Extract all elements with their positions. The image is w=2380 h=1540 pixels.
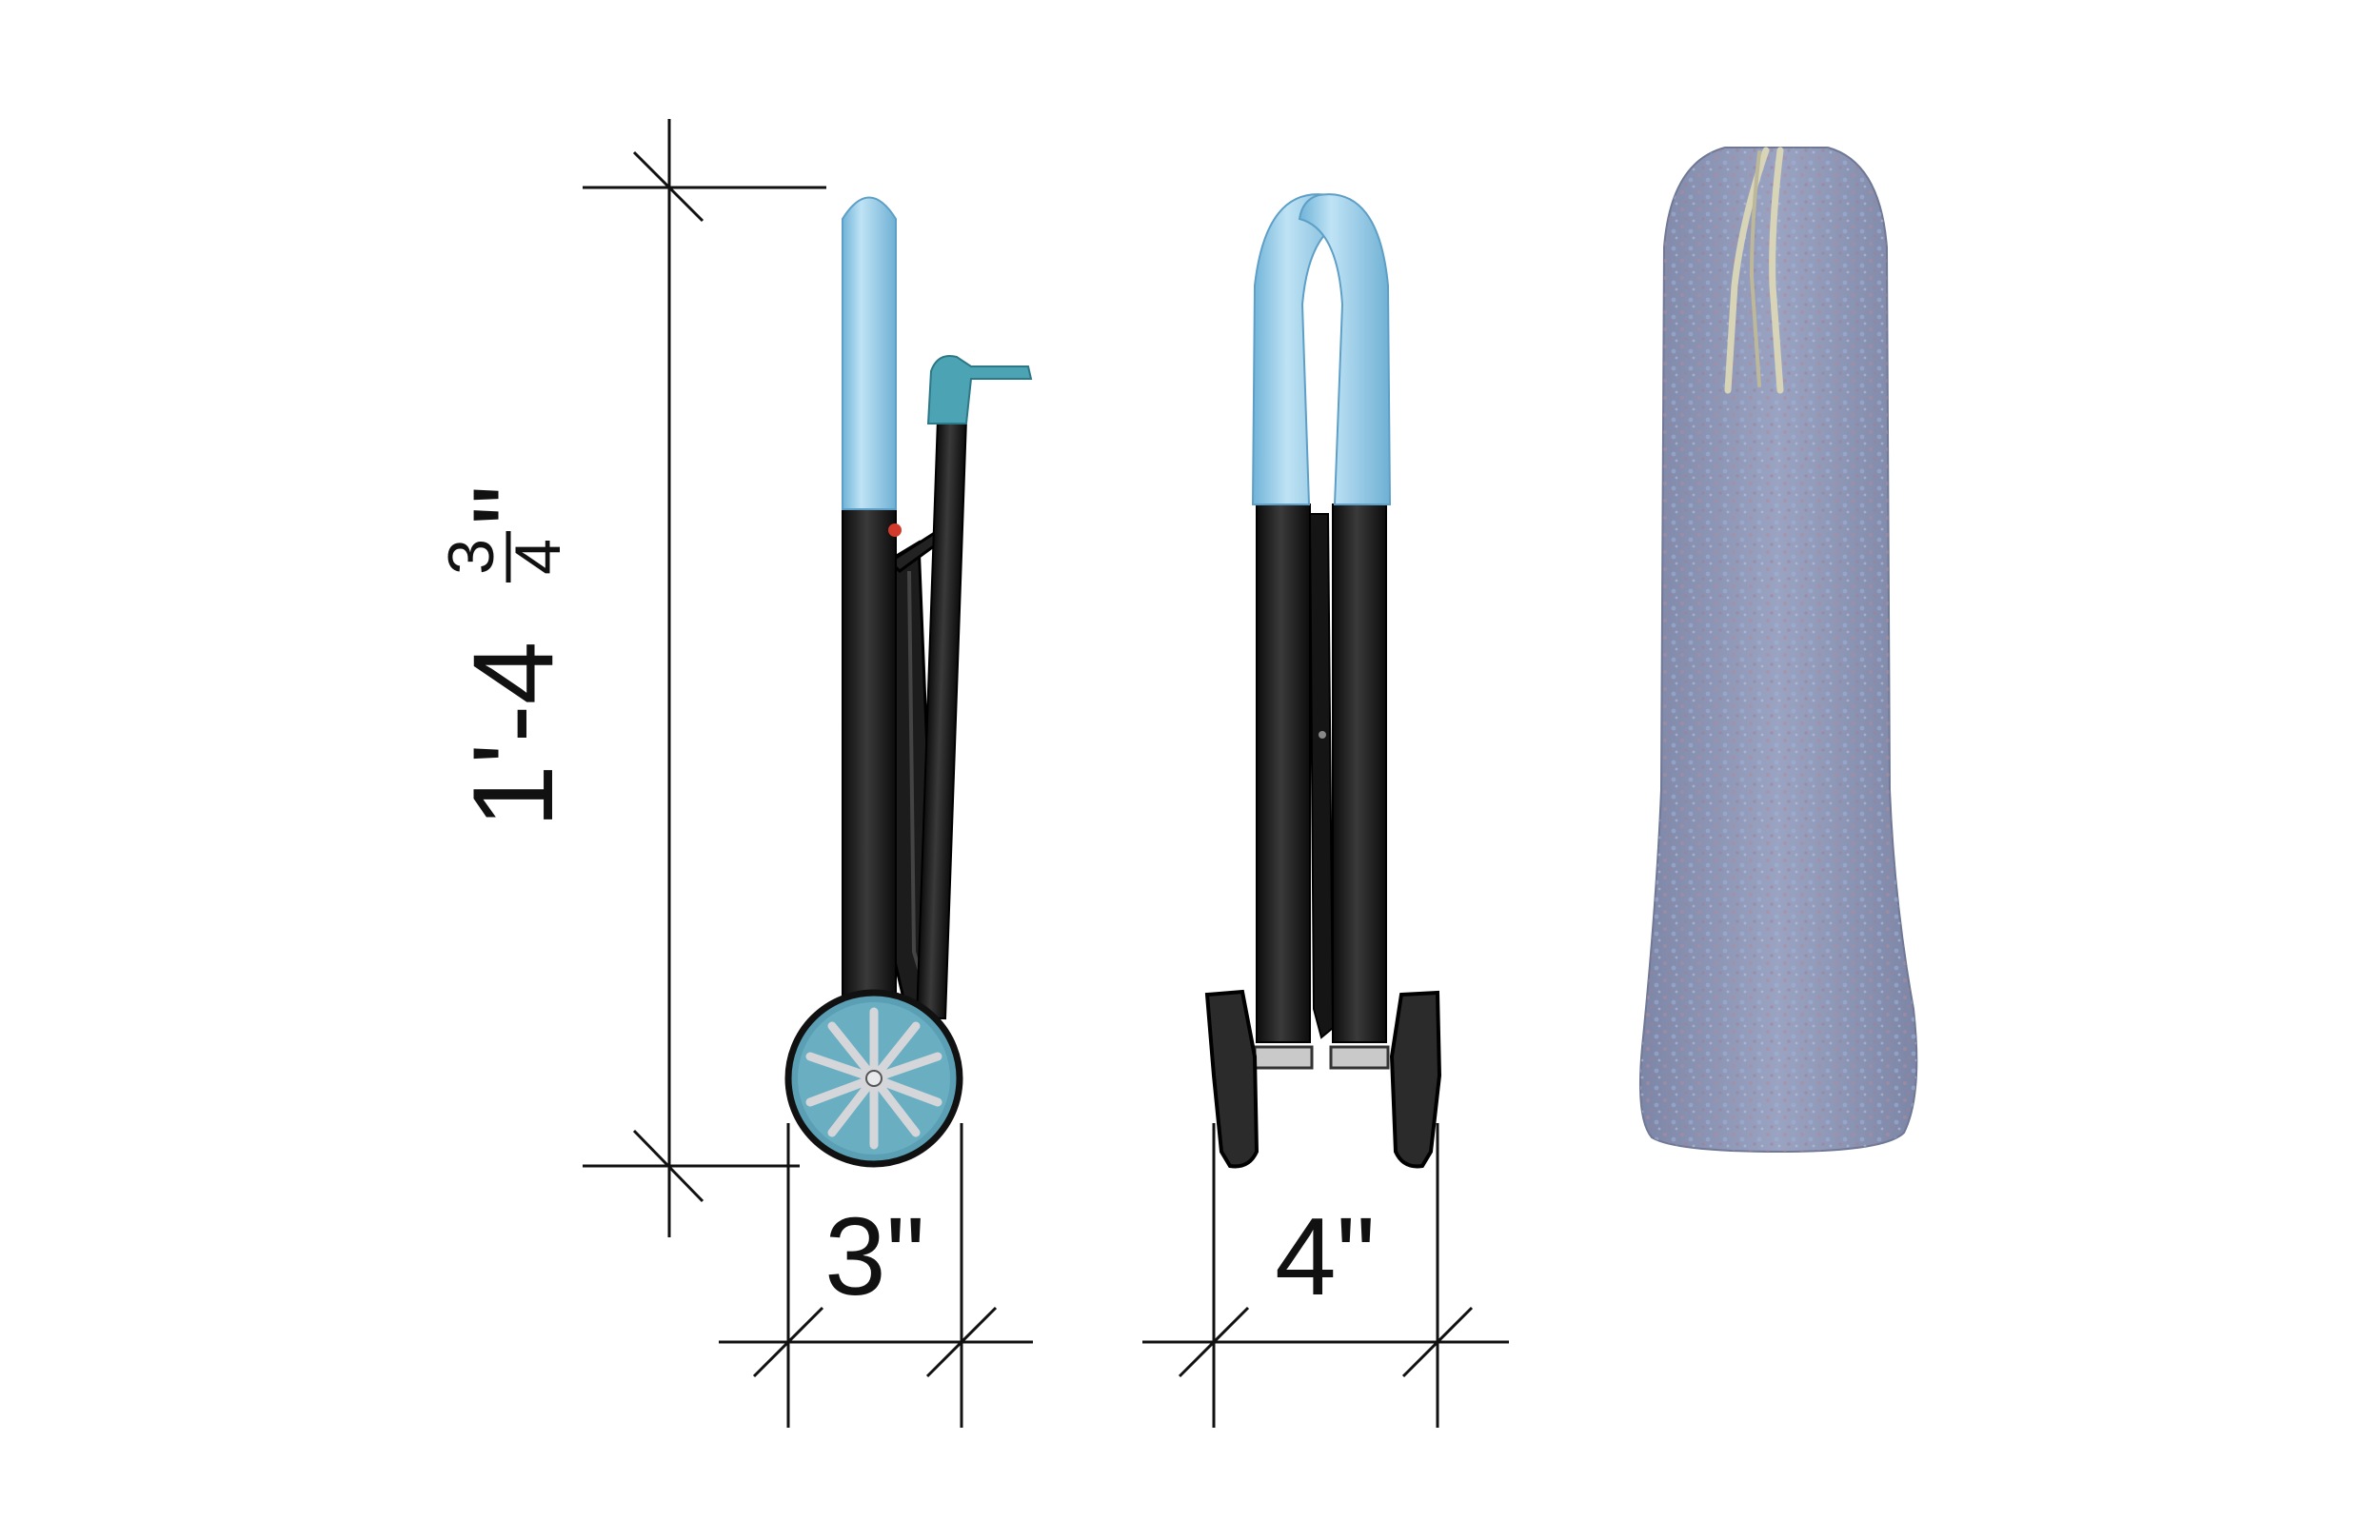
- height-label-denominator: 4: [502, 539, 574, 575]
- front-right-bracket: [1329, 1045, 1390, 1070]
- front-left-wheel: [1204, 989, 1259, 1169]
- side-blue-handle: [842, 196, 897, 510]
- height-tick-top: [632, 150, 704, 223]
- height-label-numerator: 3: [435, 539, 507, 575]
- height-tick-bottom: [632, 1129, 704, 1203]
- width-label: 4": [1275, 1194, 1376, 1318]
- front-view: [1204, 193, 1442, 1169]
- bag-drawstring: [1724, 147, 1770, 394]
- side-view: [784, 196, 1033, 1168]
- side-front-tube-black: [842, 508, 897, 1019]
- dimension-lines: [583, 119, 1509, 1428]
- height-label-unit: ": [449, 484, 577, 525]
- width-tick-left: [1178, 1306, 1250, 1378]
- front-left-leg: [1256, 503, 1311, 1043]
- front-blue-handle-right: [1298, 193, 1392, 505]
- depth-label: 3": [824, 1194, 925, 1318]
- front-cross-leg: [1308, 513, 1335, 1039]
- side-wheel: [784, 989, 963, 1168]
- front-pivot: [1319, 731, 1326, 739]
- side-red-button: [888, 523, 902, 537]
- storage-bag: [1638, 147, 1918, 1154]
- depth-tick-right: [925, 1306, 998, 1378]
- teal-grip: [926, 355, 1033, 424]
- depth-tick-left: [752, 1306, 824, 1378]
- height-label-whole: 1'-4: [449, 642, 577, 828]
- front-right-leg: [1332, 503, 1387, 1043]
- width-tick-right: [1401, 1306, 1474, 1378]
- front-right-wheel: [1389, 990, 1442, 1169]
- height-label: 1'-4 3 4 ": [435, 484, 577, 828]
- front-left-bracket: [1253, 1045, 1314, 1070]
